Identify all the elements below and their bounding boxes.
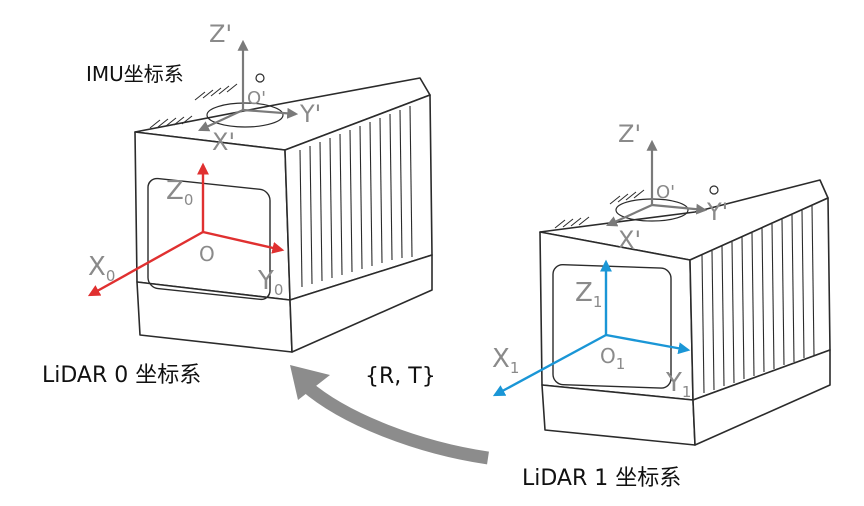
- lidar1-imu-y-label: Y': [707, 198, 729, 226]
- lidar0-device: [134, 77, 433, 353]
- lidar1-imu-x-label: X': [618, 226, 642, 254]
- lidar0-origin-label: O: [199, 242, 215, 266]
- lidar0-x-label: X0: [88, 252, 116, 285]
- lidar0-caption: LiDAR 0 坐标系: [42, 363, 202, 388]
- lidar0-imu-y-axis: [242, 107, 299, 119]
- lidar0-y-label: Y0: [258, 266, 284, 299]
- lidar0-imu-y-label: Y': [300, 100, 322, 128]
- lidar0-imu-origin-label: O': [247, 88, 267, 109]
- lidar1-x-label: X1: [492, 344, 520, 377]
- lidar1-mount-hole: [709, 185, 719, 195]
- lidar0-imu-x-axis: [198, 109, 244, 132]
- lidar0-imu-z-label: Z': [209, 20, 233, 48]
- lidar0-x-axis: [87, 230, 204, 297]
- lidar1-imu-axes: [605, 139, 708, 227]
- lidar0-cooling-fins: [299, 105, 413, 288]
- imu-caption: IMU坐标系: [86, 62, 184, 86]
- lidar1-y-axis: [605, 333, 691, 355]
- lidar0-imu-axes: [198, 39, 299, 132]
- lidar1-cooling-fins: [701, 205, 815, 394]
- lidar1-top-grille: [554, 189, 645, 229]
- lidar1-y-label: Y1: [666, 368, 692, 401]
- transform-arrowhead: [290, 365, 330, 400]
- lidar1-caption: LiDAR 1 坐标系: [522, 466, 682, 491]
- lidar1-z-label: Z1: [575, 278, 603, 311]
- lidar0-axes: [87, 162, 285, 297]
- transform-label: {R, T}: [365, 364, 436, 389]
- lidar0-top-grille: [149, 83, 238, 129]
- lidar1-imu-y-axis: [651, 203, 708, 215]
- lidar0-imu-x-label: X': [212, 128, 236, 156]
- transform-arrow: [300, 380, 489, 465]
- lidar1-x-axis: [492, 333, 607, 397]
- lidar0-z-label: Z0: [166, 176, 194, 209]
- lidar0-mount-hole: [255, 73, 265, 83]
- lidar0-y-axis: [202, 230, 285, 254]
- lidar0-imu-plate: [206, 102, 284, 128]
- lidar1-imu-origin-label: O': [656, 182, 676, 203]
- lidar1-device: [539, 179, 831, 446]
- lidar1-imu-z-label: Z': [618, 120, 642, 148]
- lidar1-axes: [492, 259, 691, 397]
- lidar1-imu-x-axis: [605, 203, 653, 227]
- lidar1-origin-label: O1: [600, 344, 626, 373]
